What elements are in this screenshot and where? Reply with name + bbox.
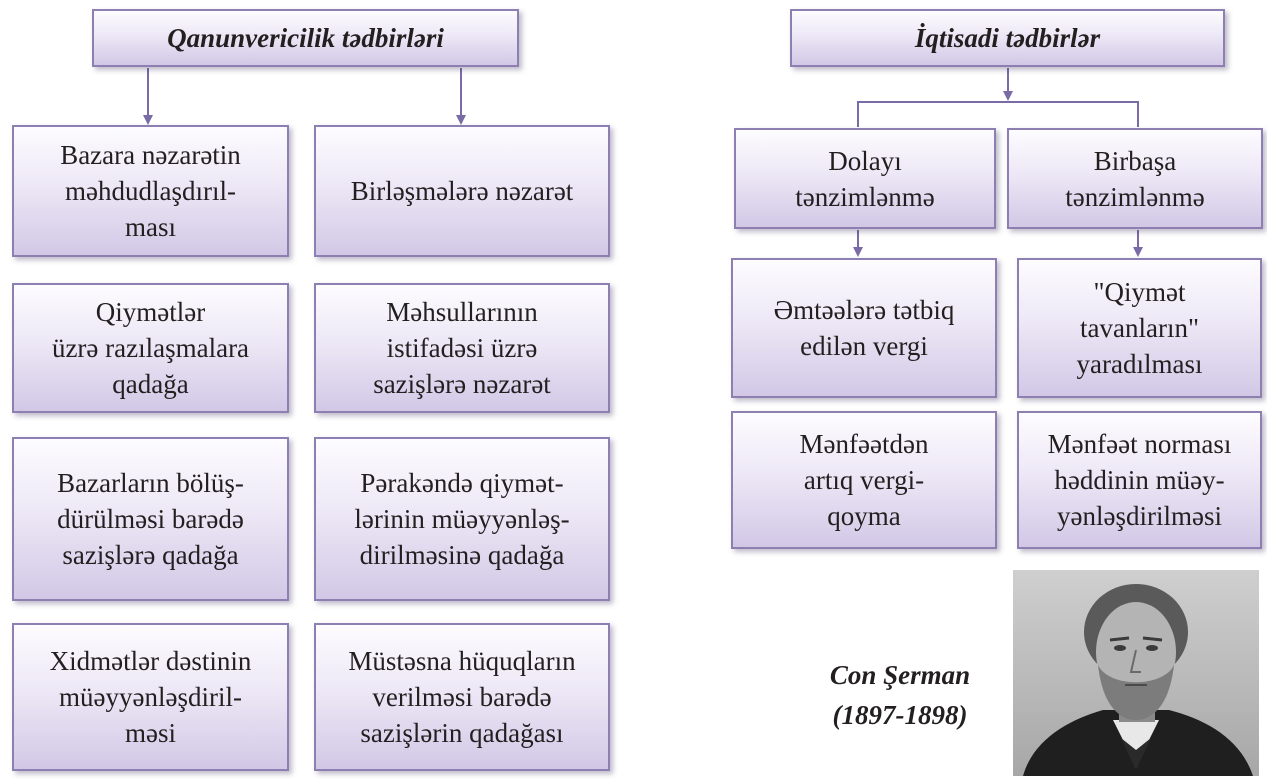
box-line: məhdudlaşdırıl- [65,176,236,206]
box-line: sazişlərə qadağa [62,540,239,570]
col1-box-3: Bazarların bölüş- dürülməsi barədə saziş… [12,437,289,601]
box-line: Məhsullarının [386,297,538,327]
box-line: dürülməsi barədə [57,504,244,534]
box-line: Birbaşa [1093,145,1177,176]
col1-box-2: Qiymətlər üzrə razılaşmalara qadağa [12,283,289,413]
box-line: tavanların" [1080,313,1199,343]
box-line: qoyma [827,501,901,531]
box-line: yənləşdirilməsi [1057,501,1222,531]
indirect-item-1: Əmtəələrə tətbiq edilən vergi [731,258,997,398]
col1-box-4: Xidmətlər dəstinin müəyyənləşdiril- məsi [12,623,289,771]
direct-regulation-header: Birbaşa tənzimlənmə [1007,128,1263,229]
box-line: Bazara nəzarətin [60,140,241,170]
box-line: Dolayı [828,145,902,176]
box-line: lərinin müəyyənləş- [354,504,570,534]
direct-item-2: Mənfəət norması həddinin müəy- yənləşdir… [1017,411,1262,549]
box-line: Mənfəət norması [1047,429,1232,459]
box-line: edilən vergi [800,331,928,361]
box-line: Əmtəələrə tətbiq [773,295,955,325]
box-line: verilməsi barədə [372,682,552,712]
box-line: Xidmətlər dəstinin [49,646,252,676]
box-line: Müstəsna hüquqların [348,646,576,676]
portrait-illustration [1023,584,1253,776]
box-line: Mənfəətdən [799,429,929,459]
economic-measures-title: İqtisadi tədbirlər [790,9,1225,67]
box-line: üzrə razılaşmalara [51,333,250,363]
box-line: həddinin müəy- [1054,465,1225,495]
portrait-caption: Con Şerman (1897-1898) [790,655,1010,735]
box-line: müəyyənləşdiril- [59,682,242,712]
col1-box-1: Bazara nəzarətin məhdudlaşdırıl- ması [12,125,289,257]
col2-box-3: Pərakəndə qiymət- lərinin müəyyənləş- di… [314,437,610,601]
box-line: Qiymətlər [95,297,206,327]
box-line: artıq vergi- [803,465,925,495]
col2-box-1: Birləşmələrə nəzarət [314,125,610,257]
portrait-years: (1897-1898) [832,700,968,730]
direct-item-1: "Qiymət tavanların" yaradılması [1017,258,1262,398]
box-line: dirilməsinə qadağa [359,540,565,570]
branch-bracket [857,101,1139,127]
indirect-item-2: Mənfəətdən artıq vergi- qoyma [731,411,997,549]
box-line: istifadəsi üzrə [386,333,538,363]
box-line: tənzimlənmə [795,181,935,212]
indirect-regulation-header: Dolayı tənzimlənmə [734,128,996,229]
box-line: Bazarların bölüş- [57,468,244,498]
box-line: məsi [125,718,176,748]
legislative-measures-title: Qanunvericilik tədbirləri [92,9,519,67]
box-line: tənzimlənmə [1065,181,1205,212]
box-line: Pərakəndə qiymət- [360,468,564,498]
col2-box-2: Məhsullarının istifadəsi üzrə sazişlərə … [314,283,610,413]
box-line: ması [125,212,176,242]
box-line: qadağa [112,369,189,399]
col2-box-4: Müstəsna hüquqların verilməsi barədə saz… [314,623,610,771]
box-line: "Qiymət [1093,277,1186,307]
portrait-name: Con Şerman [829,660,971,690]
portrait-photo [1013,570,1259,776]
box-line: yaradılması [1076,349,1203,379]
box-line: sazişlərin qadağası [360,718,564,748]
box-line: Birləşmələrə nəzarət [350,176,574,206]
box-line: sazişlərə nəzarət [373,369,551,399]
